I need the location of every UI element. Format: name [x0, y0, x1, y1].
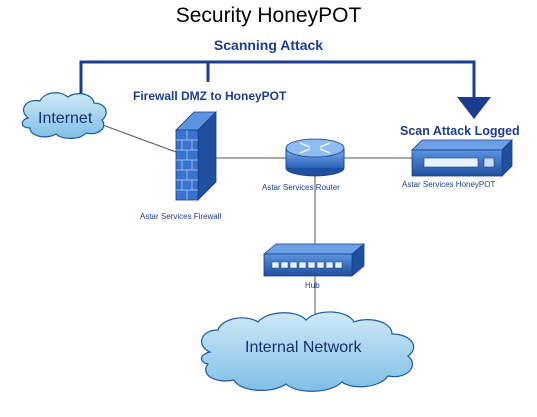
honeypot-label: Astar Services HoneyPOT [402, 180, 496, 189]
firewall-dmz-label: Firewall DMZ to HoneyPOT [133, 89, 287, 103]
internet-cloud [21, 92, 107, 139]
internal-network-label: Internal Network [245, 339, 362, 356]
firewall-label: Astar Services Firewall [140, 212, 222, 221]
firewall-icon [175, 111, 217, 201]
router-icon [285, 138, 345, 177]
hub-label: Hub [305, 281, 320, 290]
diagram-title: Security HoneyPOT [175, 4, 362, 27]
scanning-attack-arrow [79, 60, 491, 119]
scanning-attack-label: Scanning Attack [213, 37, 324, 53]
internet-label: Internet [38, 110, 93, 127]
network-links [99, 123, 412, 322]
honeypot-server-icon [411, 139, 513, 177]
internal-network-cloud [200, 311, 415, 392]
hub-icon [262, 243, 366, 277]
scan-logged-label: Scan Attack Logged [400, 124, 520, 138]
link-internet-firewall [99, 123, 177, 153]
router-label: Astar Services Router [262, 183, 340, 192]
